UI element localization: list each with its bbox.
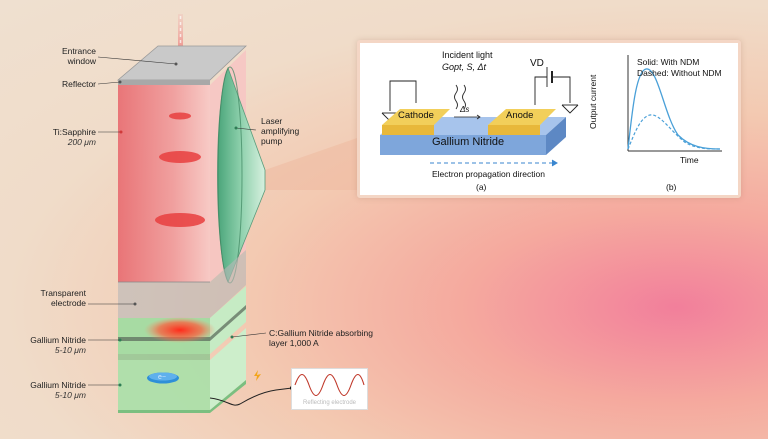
spark-icon [254,370,261,381]
anode-pad [488,109,556,125]
gan-1-thickness: 5-10 μm [54,345,86,355]
ti-sapphire-label: Ti:Sapphire 200 μm [30,127,96,147]
caption-b: (b) [666,182,677,192]
cathode-pad [382,109,450,125]
transparent-electrode-label: Transparent electrode [40,288,86,308]
inset-b-ylabel: Output current [588,74,598,129]
pulse-disc-2 [159,151,201,163]
reflecting-electrode-box: Reflecting electrode [291,368,368,410]
inset-diagrams [380,55,722,167]
reflecting-electrode-label: Reflecting electrode [302,400,357,406]
ti-sapphire-name: Ti:Sapphire [52,127,96,137]
transparent-electrode [118,250,246,318]
reflector-label: Reflector [61,79,96,89]
incident-params-text: Gopt, S, Δt [442,62,487,72]
delta-label: Δs [460,105,470,114]
ti-sapphire-thickness: 200 μm [67,137,96,147]
gan-1-label: Gallium Nitride 5-10 μm [10,335,86,355]
output-waveform [294,373,365,397]
absorption-glow [144,317,216,343]
laser-pump-label: Laser amplifying pump [261,116,300,146]
incident-light-text: Incident light [442,50,493,60]
wire [209,387,293,406]
inset-panel: Incident light Gopt, S, Δt VD Cathode An… [357,40,741,198]
ti-sapphire-block [118,85,210,282]
curve-without-ndm [627,114,721,150]
legend-solid: Solid: With NDM [637,57,700,67]
legend-dashed: Dashed: Without NDM [637,68,722,78]
gan-2-name: Gallium Nitride [30,380,86,390]
incident-beam [178,14,183,76]
anode-label: Anode [506,110,534,121]
electron-label: e− [158,374,166,381]
cathode-label: Cathode [398,110,434,121]
entrance-window-label: Entrance window [61,46,96,66]
gan-layer-2 [118,360,210,410]
vd-label: VD [530,58,544,69]
curve-with-ndm [627,68,721,150]
absorbing-layer [118,305,246,341]
pulse-disc-3 [155,213,205,227]
caption-a: (a) [476,182,487,192]
pulse-disc-1 [169,112,191,120]
gan-2-thickness: 5-10 μm [54,390,86,400]
gan-2-label: Gallium Nitride 5-10 μm [10,380,86,400]
pump-cone [265,138,357,190]
gan-1-name: Gallium Nitride [30,335,86,345]
inset-b-xlabel: Time [680,155,699,165]
absorbing-layer-label: C:Gallium Nitride absorbing layer 1,000 … [269,328,373,348]
propagation-label: Electron propagation direction [432,169,545,179]
gallium-nitride-label: Gallium Nitride [432,136,505,148]
